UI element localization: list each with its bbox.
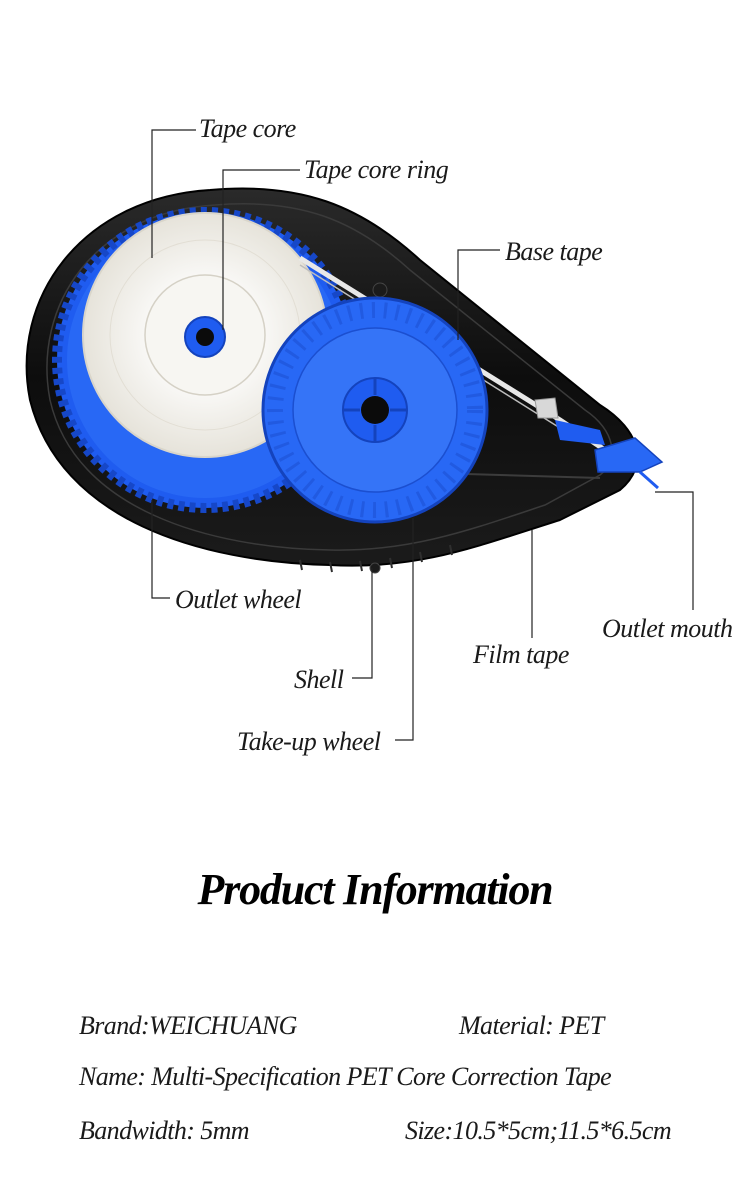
leader-take-up-wheel [395,518,414,741]
label-shell: Shell [294,665,344,694]
label-tape-core: Tape core [199,114,296,143]
label-base-tape: Base tape [505,237,603,266]
product-information-title: Product Information [197,865,554,914]
leader-lines [151,129,694,741]
take-up-wheel [261,296,489,524]
leader-shell [352,568,373,679]
label-tape-core-ring: Tape core ring [304,155,449,184]
name-text: Name: Multi-Specification PET Core Corre… [79,1062,612,1091]
leader-base-tape [457,249,500,340]
leader-tape-core [151,129,196,258]
size-text: Size:10.5*5cm;11.5*6.5cm [405,1116,672,1145]
label-outlet-mouth: Outlet mouth [602,614,733,643]
leader-tape-core-ring [222,169,300,330]
material-text: Material: PET [459,1011,604,1040]
outlet-mouth [534,397,664,490]
leader-outlet-mouth [655,491,694,610]
label-film-tape: Film tape [473,640,569,669]
correction-tape-diagram [25,129,694,741]
label-take-up-wheel: Take-up wheel [237,727,381,756]
brand-text: Brand:WEICHUANG [79,1011,297,1040]
tape-core-ring [184,316,226,358]
bandwidth-text: Bandwidth: 5mm [79,1116,250,1145]
label-outlet-wheel: Outlet wheel [175,585,302,614]
leader-outlet-wheel [151,500,170,599]
